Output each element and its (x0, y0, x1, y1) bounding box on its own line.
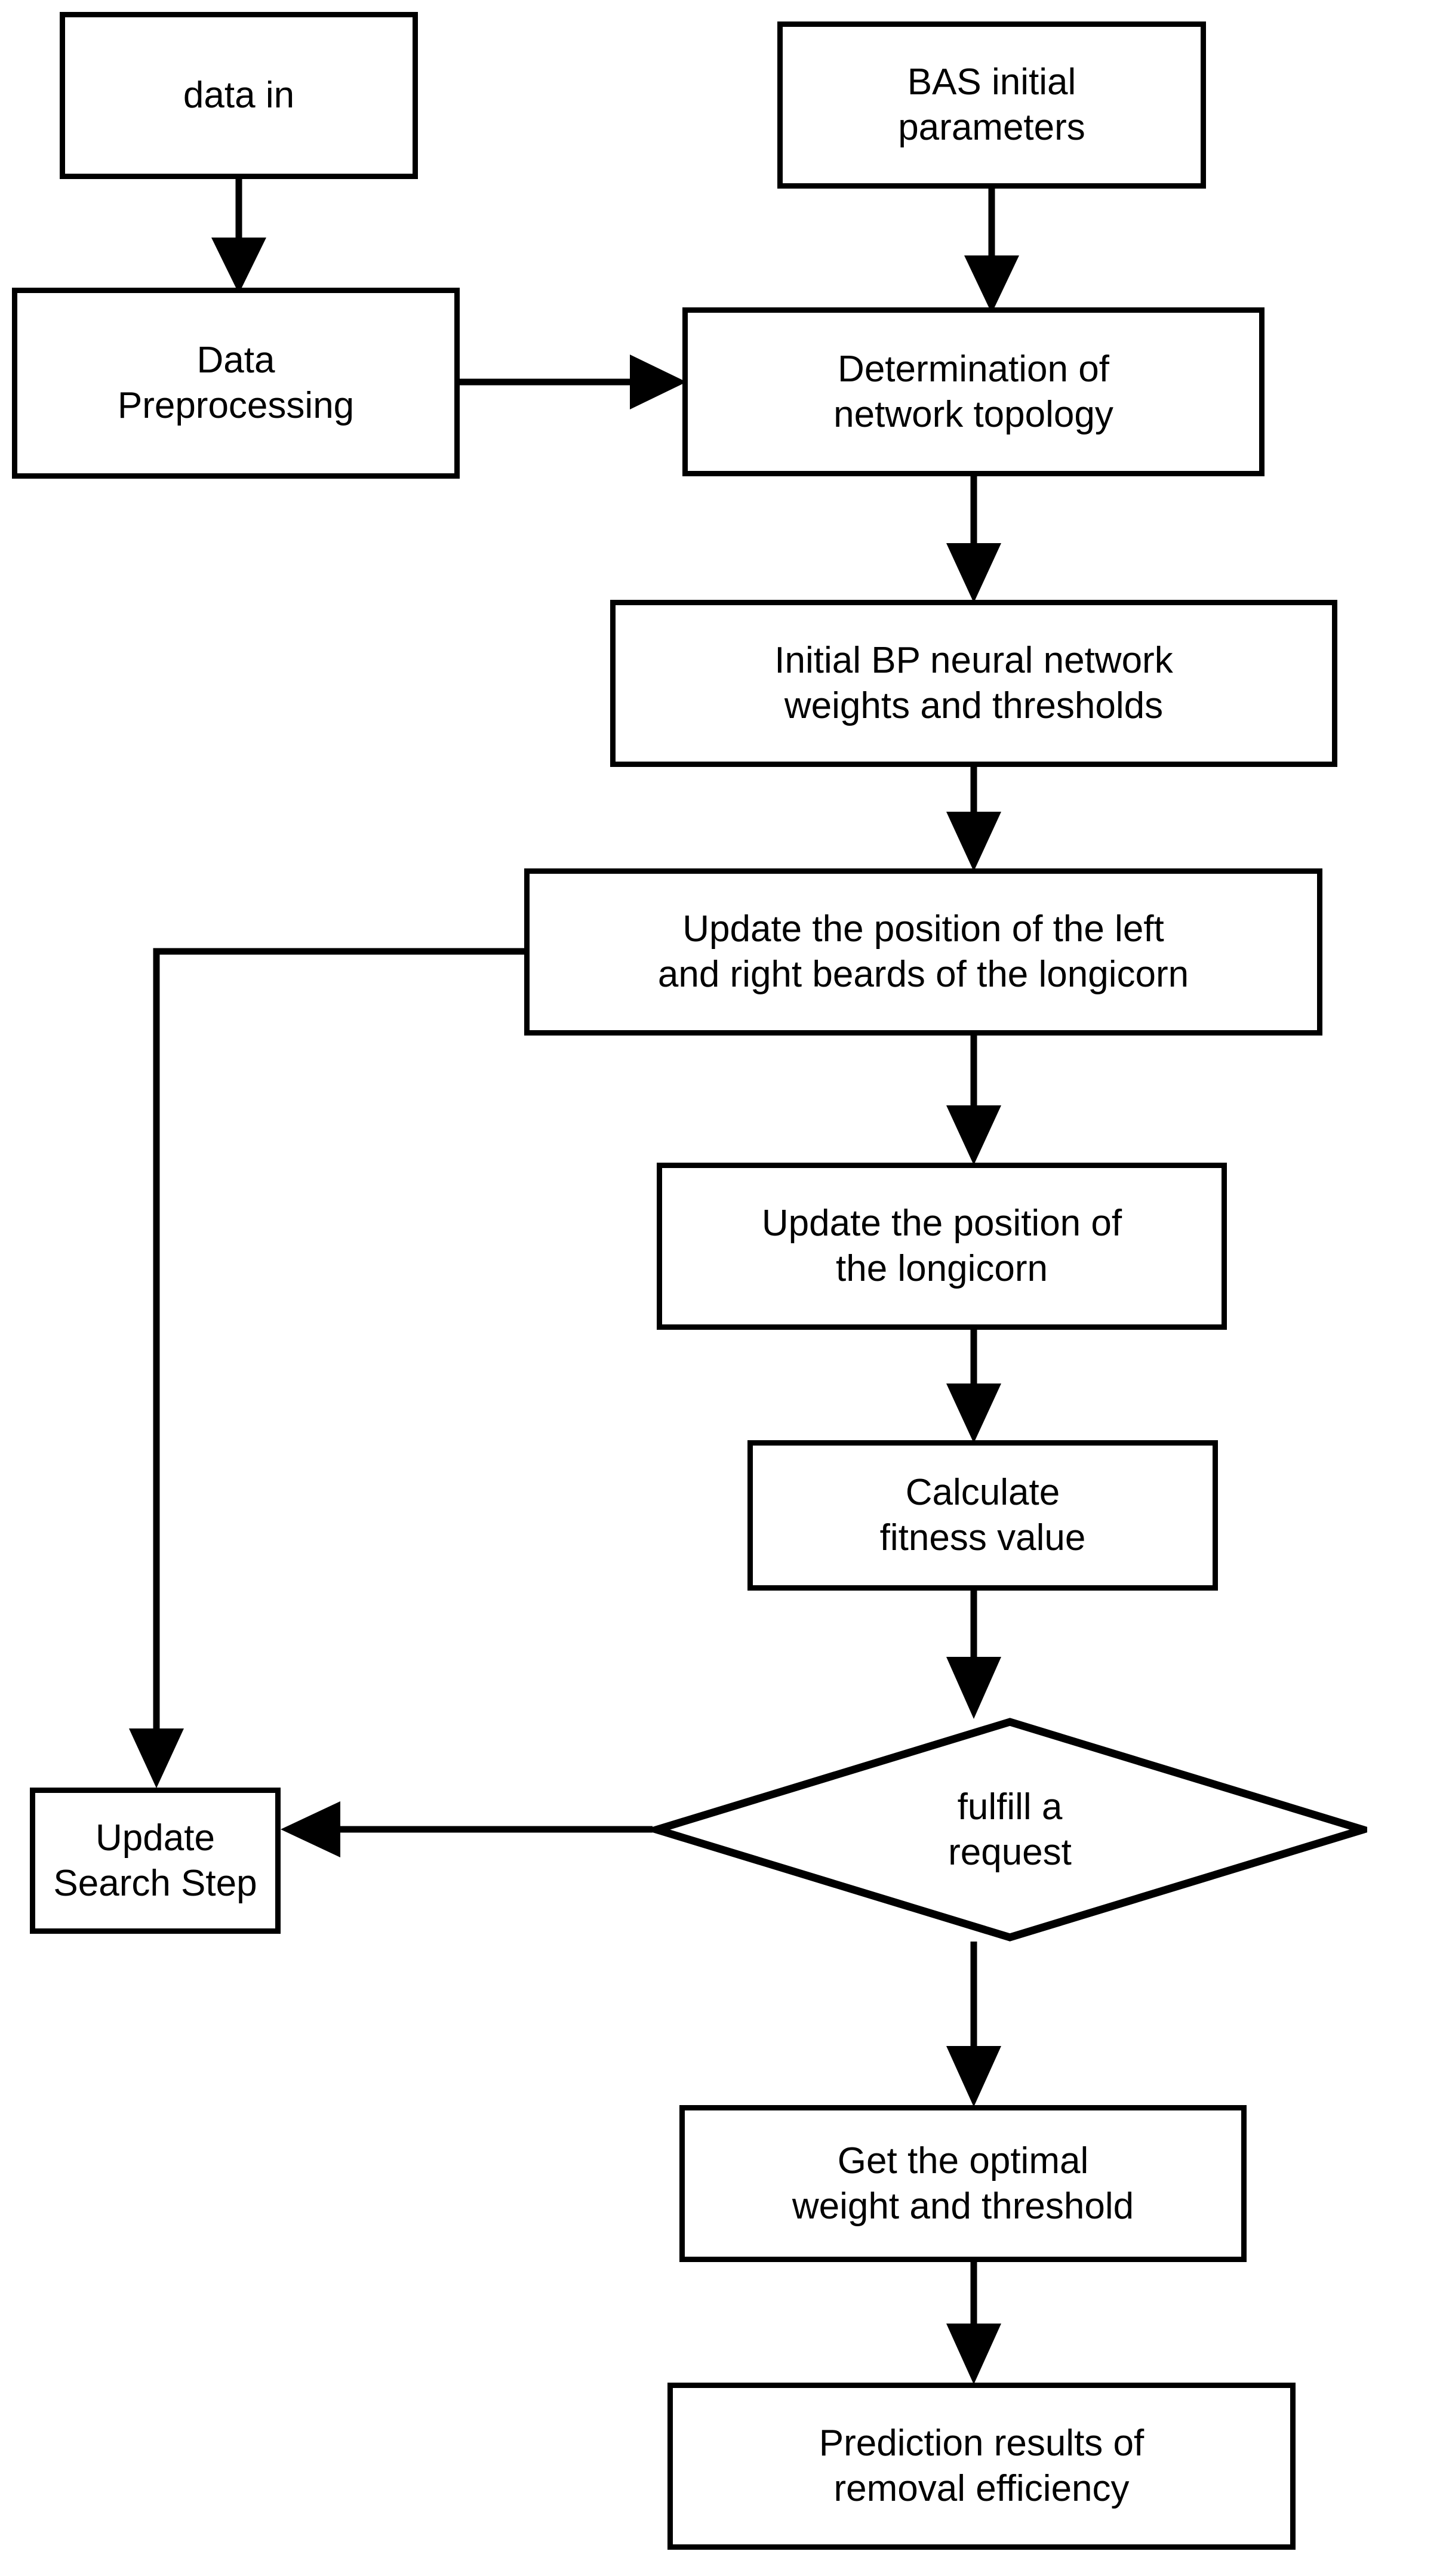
node-update-longicorn[interactable]: Update the position of the longicorn (657, 1163, 1227, 1330)
edge-data-in-to-preprocessing (211, 179, 266, 294)
node-update-search-step-label: Update Search Step (53, 1817, 257, 1904)
node-bas-initial-parameters[interactable]: BAS initial parameters (777, 21, 1206, 189)
node-fulfill-request[interactable]: fulfill a request (653, 1718, 1367, 1942)
node-prediction-results[interactable]: Prediction results of removal efficiency (667, 2383, 1296, 2550)
node-prediction-results-label: Prediction results of removal efficiency (819, 2423, 1145, 2509)
edge-decision-to-get-optimal (946, 1942, 1001, 2107)
node-update-beards-label: Update the position of the left and righ… (657, 908, 1189, 995)
node-data-preprocessing-label: Data Preprocessing (117, 340, 355, 426)
node-update-search-step[interactable]: Update Search Step (30, 1788, 281, 1934)
diamond-shape (653, 1718, 1367, 1942)
node-get-optimal-weight-threshold[interactable]: Get the optimal weight and threshold (679, 2105, 1247, 2262)
edge-bpinit-to-beards (946, 767, 1001, 871)
node-calculate-fitness-label: Calculate fitness value (879, 1472, 1086, 1558)
edge-topology-to-bpinit (946, 476, 1001, 603)
node-data-preprocessing[interactable]: Data Preprocessing (12, 288, 460, 479)
edge-decision-to-search-step (281, 1801, 653, 1857)
node-data-in[interactable]: data in (60, 12, 418, 179)
node-fulfill-request-label: fulfill a request (948, 1786, 1072, 1873)
edge-preprocessing-to-topology (460, 355, 687, 409)
node-update-beards[interactable]: Update the position of the left and righ… (524, 868, 1322, 1036)
node-network-topology[interactable]: Determination of network topology (682, 307, 1265, 476)
edge-get-optimal-to-prediction (946, 2262, 1001, 2384)
edge-longicorn-to-fitness (946, 1330, 1001, 1443)
node-data-in-label: data in (183, 75, 295, 116)
node-calculate-fitness[interactable]: Calculate fitness value (747, 1440, 1218, 1591)
edge-bas-to-topology (964, 189, 1019, 313)
edge-beards-to-longicorn (946, 1036, 1001, 1165)
node-get-optimal-weight-threshold-label: Get the optimal weight and threshold (792, 2140, 1134, 2227)
edge-fitness-to-decision (946, 1591, 1001, 1719)
node-update-longicorn-label: Update the position of the longicorn (761, 1203, 1122, 1289)
node-bp-initial-weights-label: Initial BP neural network weights and th… (774, 640, 1173, 726)
node-network-topology-label: Determination of network topology (833, 348, 1113, 435)
edge-feedback-loop-beards-to-search-step (129, 948, 524, 1788)
node-bas-initial-parameters-label: BAS initial parameters (898, 61, 1085, 148)
node-bp-initial-weights[interactable]: Initial BP neural network weights and th… (610, 600, 1337, 767)
